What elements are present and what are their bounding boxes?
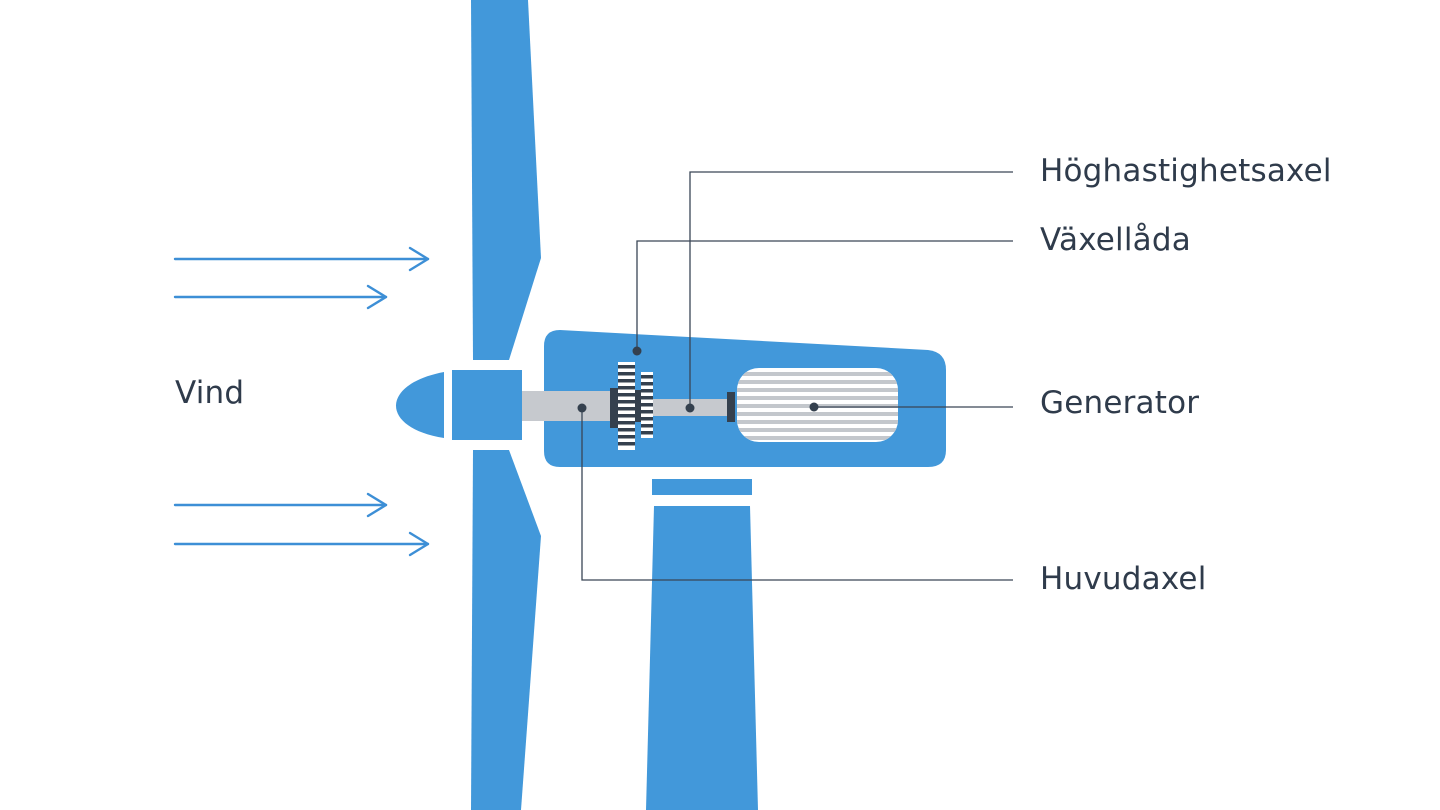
gear-tooth	[641, 396, 653, 400]
wind-arrow	[173, 284, 388, 310]
gear-tooth	[618, 428, 635, 432]
dot-generator	[809, 402, 819, 412]
gear-tooth	[618, 421, 635, 425]
gear-tooth	[641, 410, 653, 414]
wind-arrow	[173, 531, 430, 557]
gear-tooth	[618, 407, 635, 411]
gear-tooth	[641, 431, 653, 435]
gear-tooth	[618, 442, 635, 446]
gear-tooth	[618, 435, 635, 439]
generator-winding	[737, 380, 898, 384]
label-high-speed-shaft: Höghastighetsaxel	[1040, 153, 1332, 189]
gear-tooth	[641, 424, 653, 428]
gear-tooth	[641, 375, 653, 379]
gear-tooth	[618, 386, 635, 390]
leader-main-shaft	[581, 408, 1013, 581]
gearbox-coupling-left	[610, 388, 618, 428]
generator-winding	[737, 372, 898, 376]
generator-winding	[737, 412, 898, 416]
tower-cap	[652, 479, 752, 495]
generator-winding	[737, 396, 898, 400]
gearbox	[618, 362, 653, 450]
gear-tooth	[618, 400, 635, 404]
gear-tooth	[618, 372, 635, 376]
wind-arrow	[173, 492, 388, 518]
label-gearbox: Växellåda	[1040, 222, 1191, 258]
wind-label: Vind	[175, 375, 245, 411]
gear-tooth	[641, 403, 653, 407]
generator-coupling	[727, 392, 735, 422]
generator-winding	[737, 428, 898, 432]
gear-tooth	[618, 365, 635, 369]
dot-main-shaft	[577, 403, 587, 413]
gear-tooth	[618, 393, 635, 397]
gear-tooth	[641, 389, 653, 393]
generator-winding	[737, 388, 898, 392]
gearbox-spacer	[635, 390, 641, 422]
gear-tooth	[618, 379, 635, 383]
leader-gearbox	[636, 240, 1013, 351]
generator-winding	[737, 420, 898, 424]
dot-gearbox	[632, 346, 642, 356]
wind-arrow	[173, 246, 430, 272]
label-main-shaft: Huvudaxel	[1040, 561, 1207, 597]
tower	[646, 506, 758, 810]
gear-tooth	[641, 417, 653, 421]
upper-blade	[471, 0, 541, 360]
rotor-hub	[452, 370, 522, 440]
dot-high-speed-shaft	[685, 403, 695, 413]
gear-tooth	[618, 414, 635, 418]
main-shaft	[522, 391, 614, 421]
nose-cone	[396, 372, 444, 438]
generator-winding	[737, 436, 898, 440]
label-generator: Generator	[1040, 385, 1200, 421]
leader-high-speed-shaft	[689, 171, 1013, 408]
gear-tooth	[641, 382, 653, 386]
gearbox-small-gear-teeth	[641, 375, 653, 435]
lower-blade	[471, 450, 541, 810]
wind-arrows	[173, 246, 430, 557]
gearbox-large-gear-teeth	[618, 365, 635, 446]
